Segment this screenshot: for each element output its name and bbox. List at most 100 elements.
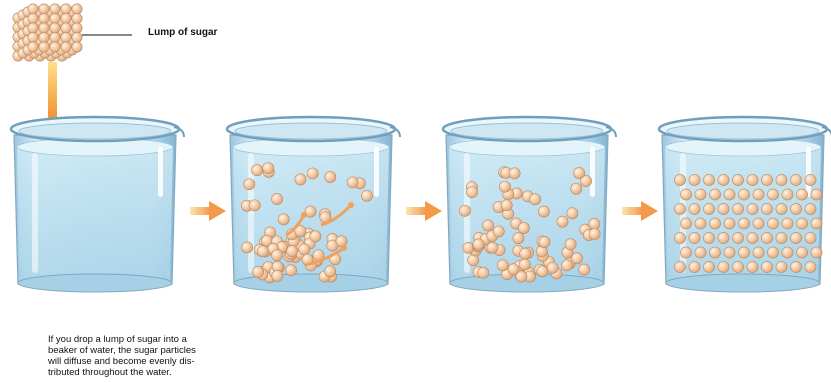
sugar-particle <box>674 203 685 214</box>
diffusion-arrow-head <box>341 245 347 251</box>
sugar-particle <box>565 239 576 250</box>
sugar-particle <box>732 174 743 185</box>
sugar-particle <box>310 231 321 242</box>
sugar-particle <box>249 200 260 211</box>
sugar-particle <box>561 260 572 271</box>
sugar-particle <box>257 246 268 257</box>
beaker-4 <box>659 117 831 292</box>
sugar-particle <box>767 247 778 258</box>
sugar-particle <box>497 260 508 271</box>
sugar-particle <box>738 189 749 200</box>
sugar-particle <box>571 183 582 194</box>
sugar-particle <box>466 187 477 198</box>
sugar-particle <box>251 165 262 176</box>
sugar-particle <box>738 247 749 258</box>
sugar-particle <box>468 255 479 266</box>
sugar-particle <box>674 232 685 243</box>
sugar-particle <box>482 220 493 231</box>
sugar-particle <box>689 203 700 214</box>
sugar-particle <box>689 174 700 185</box>
sugar-particle <box>732 232 743 243</box>
sugar-particle <box>72 13 82 23</box>
sugar-particle <box>487 242 498 253</box>
sugar-particle <box>724 247 735 258</box>
beaker-1 <box>11 117 184 292</box>
sugar-particle <box>718 174 729 185</box>
sugar-particle <box>28 23 38 33</box>
sugar-particle <box>508 264 519 275</box>
sugar-particle <box>263 162 274 173</box>
sugar-particle <box>242 242 253 253</box>
sugar-particle <box>271 193 282 204</box>
sugar-particle <box>39 4 49 14</box>
sugar-particle <box>361 190 372 201</box>
sugar-particle <box>28 42 38 52</box>
sugar-particle <box>252 266 263 277</box>
sugar-particle <box>747 174 758 185</box>
sugar-particle <box>796 247 807 258</box>
sugar-particle <box>72 32 82 42</box>
sugar-particle <box>530 194 541 205</box>
sugar-particle <box>539 236 550 247</box>
sugar-particle <box>499 181 510 192</box>
sugar-particle <box>473 239 484 250</box>
sugar-particle <box>753 218 764 229</box>
sugar-lump <box>13 4 82 61</box>
sugar-particle <box>680 218 691 229</box>
sugar-particle <box>61 4 71 14</box>
sugar-particle <box>689 232 700 243</box>
sugar-particle <box>72 42 82 52</box>
sugar-particle <box>703 261 714 272</box>
sugar-particle <box>790 174 801 185</box>
sugar-particle <box>50 32 60 42</box>
sugar-particle <box>805 203 816 214</box>
sugar-particle <box>811 218 822 229</box>
arrow-2-to-3 <box>406 201 442 221</box>
sugar-particle <box>509 168 520 179</box>
sugar-particle <box>790 261 801 272</box>
sugar-particle <box>39 32 49 42</box>
sugar-particle <box>50 4 60 14</box>
sugar-particle <box>747 232 758 243</box>
sugar-particle <box>796 189 807 200</box>
sugar-particle <box>39 23 49 33</box>
sugar-particle <box>695 218 706 229</box>
sugar-particle <box>519 259 530 270</box>
sugar-particle <box>689 261 700 272</box>
sugar-particle <box>28 13 38 23</box>
sugar-particle <box>299 244 310 255</box>
sugar-particle <box>753 247 764 258</box>
sugar-particle <box>790 232 801 243</box>
sugar-particle <box>695 247 706 258</box>
sugar-particle <box>547 262 558 273</box>
sugar-particle <box>61 42 71 52</box>
sugar-particle <box>680 189 691 200</box>
sugar-particle <box>571 253 582 264</box>
sugar-particle <box>28 4 38 14</box>
sugar-particle <box>718 232 729 243</box>
beaker-3 <box>443 117 616 292</box>
caption-line: tributed throughout the water. <box>48 367 308 378</box>
sugar-particle <box>709 189 720 200</box>
arrow-1-to-2 <box>190 201 226 221</box>
sugar-particle <box>761 232 772 243</box>
sugar-particle <box>72 4 82 14</box>
beaker-2 <box>227 117 400 292</box>
sugar-particle <box>811 189 822 200</box>
sugar-particle <box>325 171 336 182</box>
sugar-particle <box>782 189 793 200</box>
sugar-particle <box>732 261 743 272</box>
lump-of-sugar-label: Lump of sugar <box>148 27 217 38</box>
sugar-particle <box>718 261 729 272</box>
sugar-particle <box>244 179 255 190</box>
sugar-particle <box>286 245 297 256</box>
sugar-particle <box>724 218 735 229</box>
sugar-particle <box>732 203 743 214</box>
sugar-particle <box>776 261 787 272</box>
sugar-particle <box>72 23 82 33</box>
sugar-particle <box>761 261 772 272</box>
sugar-particle <box>695 189 706 200</box>
sugar-particle <box>782 247 793 258</box>
sugar-particle <box>790 203 801 214</box>
sugar-particle <box>761 174 772 185</box>
